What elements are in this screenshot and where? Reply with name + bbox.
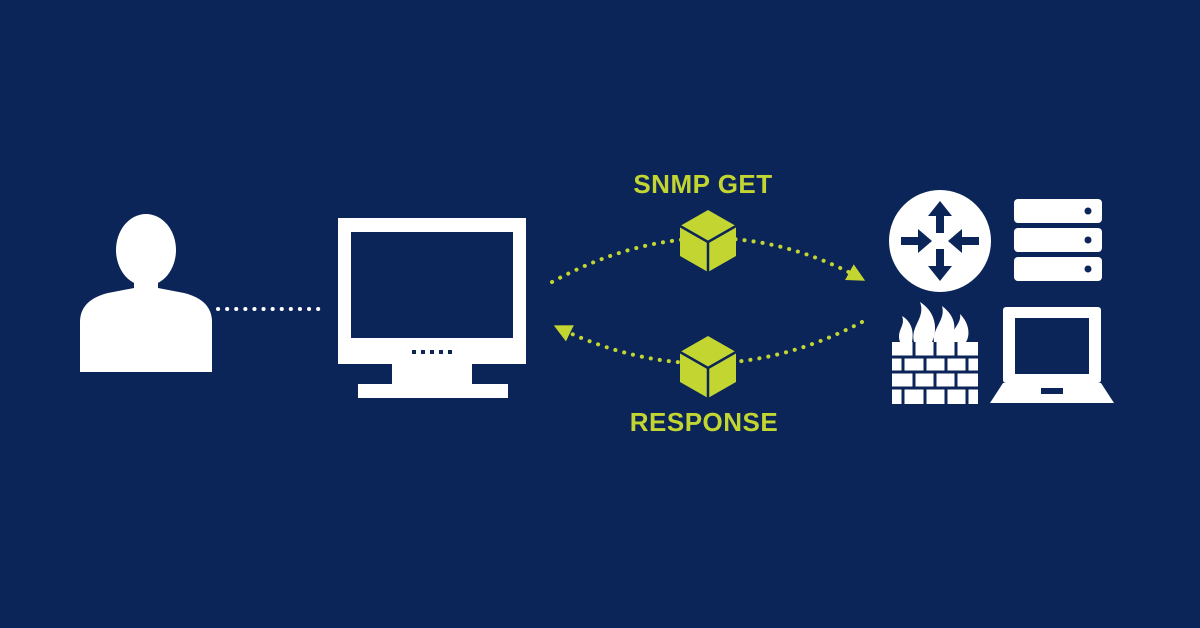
response-label: RESPONSE — [629, 407, 779, 437]
user-silhouette-icon — [80, 214, 212, 372]
router-icon — [889, 190, 991, 292]
monitor-icon — [338, 218, 526, 398]
response-arrow — [553, 320, 864, 366]
laptop-icon — [990, 307, 1114, 403]
package-cube-icon — [679, 210, 737, 272]
package-cube-icon — [679, 336, 737, 398]
request-label: SNMP GET — [633, 169, 773, 199]
server-rack-icon — [1014, 199, 1102, 281]
firewall-icon — [892, 302, 978, 404]
